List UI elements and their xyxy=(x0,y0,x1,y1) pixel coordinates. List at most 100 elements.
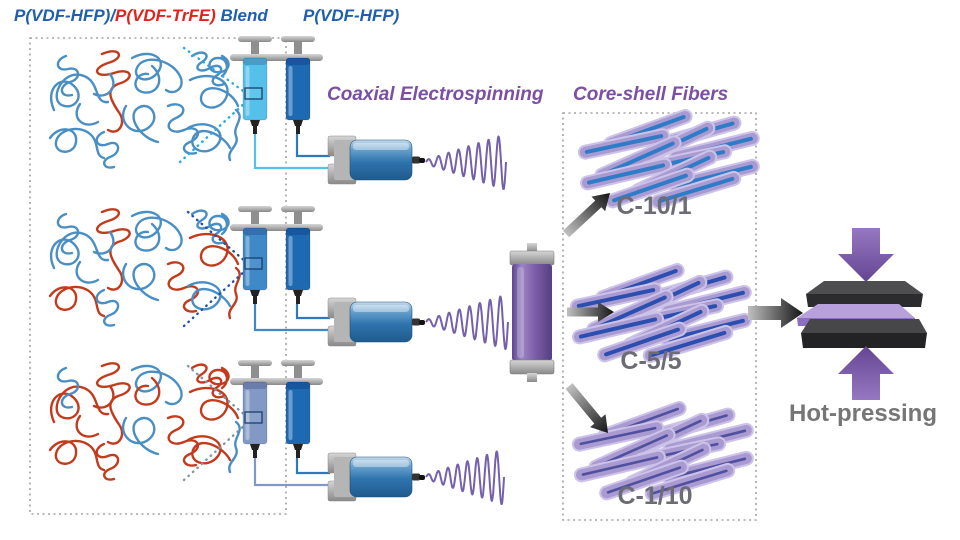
polymer-chain xyxy=(95,442,120,481)
core-shell-fiber xyxy=(580,157,672,191)
polymer-chain xyxy=(188,386,240,421)
polymer-chain xyxy=(130,364,183,406)
core-shell-fiber xyxy=(650,170,742,210)
polymer-tangle-blend-10-1 xyxy=(48,50,241,169)
polymer-tangle-blend-5-5 xyxy=(48,208,241,327)
top-platen-front xyxy=(806,294,923,307)
bottom-platen-top xyxy=(801,319,927,333)
polymer-chain xyxy=(134,222,161,252)
press-force-up-arrow xyxy=(838,346,894,400)
polymer-chain xyxy=(48,439,106,472)
blend-title-blend: Blend xyxy=(215,6,268,25)
fibers-heading: Core-shell Fibers xyxy=(573,84,729,105)
mat-label-c-5-5: C-5/5 xyxy=(620,347,682,375)
fiber-mat-c-10-1 xyxy=(577,108,760,210)
polymer-chain xyxy=(122,262,160,302)
mat-label-c-1-10: C-1/10 xyxy=(617,482,693,510)
arrow-to-c-5-5 xyxy=(567,302,614,322)
core-feed-tube-1 xyxy=(295,134,330,158)
polymer-chain xyxy=(122,416,160,456)
arrow-to-hot-press xyxy=(748,298,803,328)
core-shell-fiber xyxy=(574,449,666,483)
core-syringe-1 xyxy=(273,36,323,134)
core-syringe-3 xyxy=(273,360,323,458)
pressed-film-top xyxy=(797,304,915,318)
core-shell-fiber xyxy=(597,321,687,363)
polymer-chain xyxy=(95,288,120,327)
polymer-chain xyxy=(92,72,115,97)
fiber-mat-c-5-5 xyxy=(569,262,752,364)
polymer-chain xyxy=(75,414,100,438)
top-platen-top xyxy=(806,281,923,294)
blend-title-hfp: P(VDF-HFP)/ xyxy=(14,6,116,25)
core-shell-fiber xyxy=(572,311,664,345)
polymer-chain xyxy=(130,52,183,94)
blend-feed-tube-3 xyxy=(253,458,330,487)
process-heading: Coaxial Electrospinning xyxy=(327,84,544,105)
fiber-jet-coils xyxy=(425,135,509,505)
fiber-jet-coil-2 xyxy=(425,295,509,350)
fiber-jet-coil-3 xyxy=(425,450,505,505)
polymer-chain xyxy=(208,212,230,236)
arrow-to-c-10-1 xyxy=(562,193,610,238)
magnifier-callout-lines xyxy=(178,46,248,482)
feed-tubes xyxy=(253,134,330,487)
polymer-chain xyxy=(134,64,161,94)
blend-feed-tube-1 xyxy=(253,134,330,170)
polymer-chain xyxy=(96,50,131,133)
polymer-chain xyxy=(92,384,115,409)
press-force-down-arrow xyxy=(838,228,894,282)
polymer-chain xyxy=(188,74,240,109)
fiber-jet-coil-1 xyxy=(425,135,507,190)
polymer-chain xyxy=(95,130,120,169)
blend-feed-tube-2 xyxy=(253,304,330,332)
polymer-chain xyxy=(166,103,200,155)
polymer-chain xyxy=(186,435,232,465)
rotating-collector xyxy=(509,243,555,382)
polymer-chain xyxy=(130,210,183,252)
polymer-chain xyxy=(134,376,161,406)
polymer-chain xyxy=(166,261,200,313)
blend-panel-border xyxy=(29,37,287,515)
blend-syringe-1 xyxy=(230,36,280,134)
bottom-platen-front xyxy=(801,333,927,348)
core-shell-fiber xyxy=(571,420,665,452)
core-syringe-2 xyxy=(273,206,323,304)
polymer-chain xyxy=(228,420,241,474)
polymer-chain xyxy=(228,108,241,162)
polymer-chain xyxy=(75,260,100,284)
hot-pressing-label: Hot-pressing xyxy=(788,400,938,427)
polymer-chain xyxy=(50,73,110,112)
polymer-tangle-blend-1-10 xyxy=(48,362,241,481)
polymer-chain xyxy=(56,366,80,409)
coaxial-spinneret-1 xyxy=(327,135,426,185)
polymer-chain xyxy=(48,285,106,318)
polymer-chain xyxy=(75,102,100,126)
core-shell-fiber xyxy=(569,282,663,314)
polymer-chain xyxy=(92,230,115,255)
flow-arrows xyxy=(562,193,803,433)
core-feed-tube-2 xyxy=(295,304,330,320)
core-shell-fiber xyxy=(599,459,689,501)
polymer-chain xyxy=(166,415,200,467)
core-shell-fiber xyxy=(577,128,671,160)
blend-title: P(VDF-HFP)/P(VDF-TrFE) Blend xyxy=(14,6,268,26)
mat-label-c-10-1: C-10/1 xyxy=(616,192,692,220)
polymer-chain xyxy=(50,385,110,424)
core-shell-fiber xyxy=(642,324,734,364)
polymer-chain xyxy=(122,104,160,144)
core-shell-fiber xyxy=(644,462,736,502)
polymer-chain xyxy=(50,231,110,270)
coaxial-spinneret-2 xyxy=(327,297,426,347)
polymer-chain xyxy=(56,212,80,255)
hot-press xyxy=(797,228,927,400)
polymer-chain xyxy=(48,127,106,160)
core-feed-tube-3 xyxy=(295,458,330,475)
coaxial-spinneret-3 xyxy=(327,452,426,502)
polymer-chain xyxy=(96,208,131,291)
polymer-chain xyxy=(208,54,230,78)
polymer-chain xyxy=(208,366,230,390)
polymer-chain xyxy=(188,232,240,267)
